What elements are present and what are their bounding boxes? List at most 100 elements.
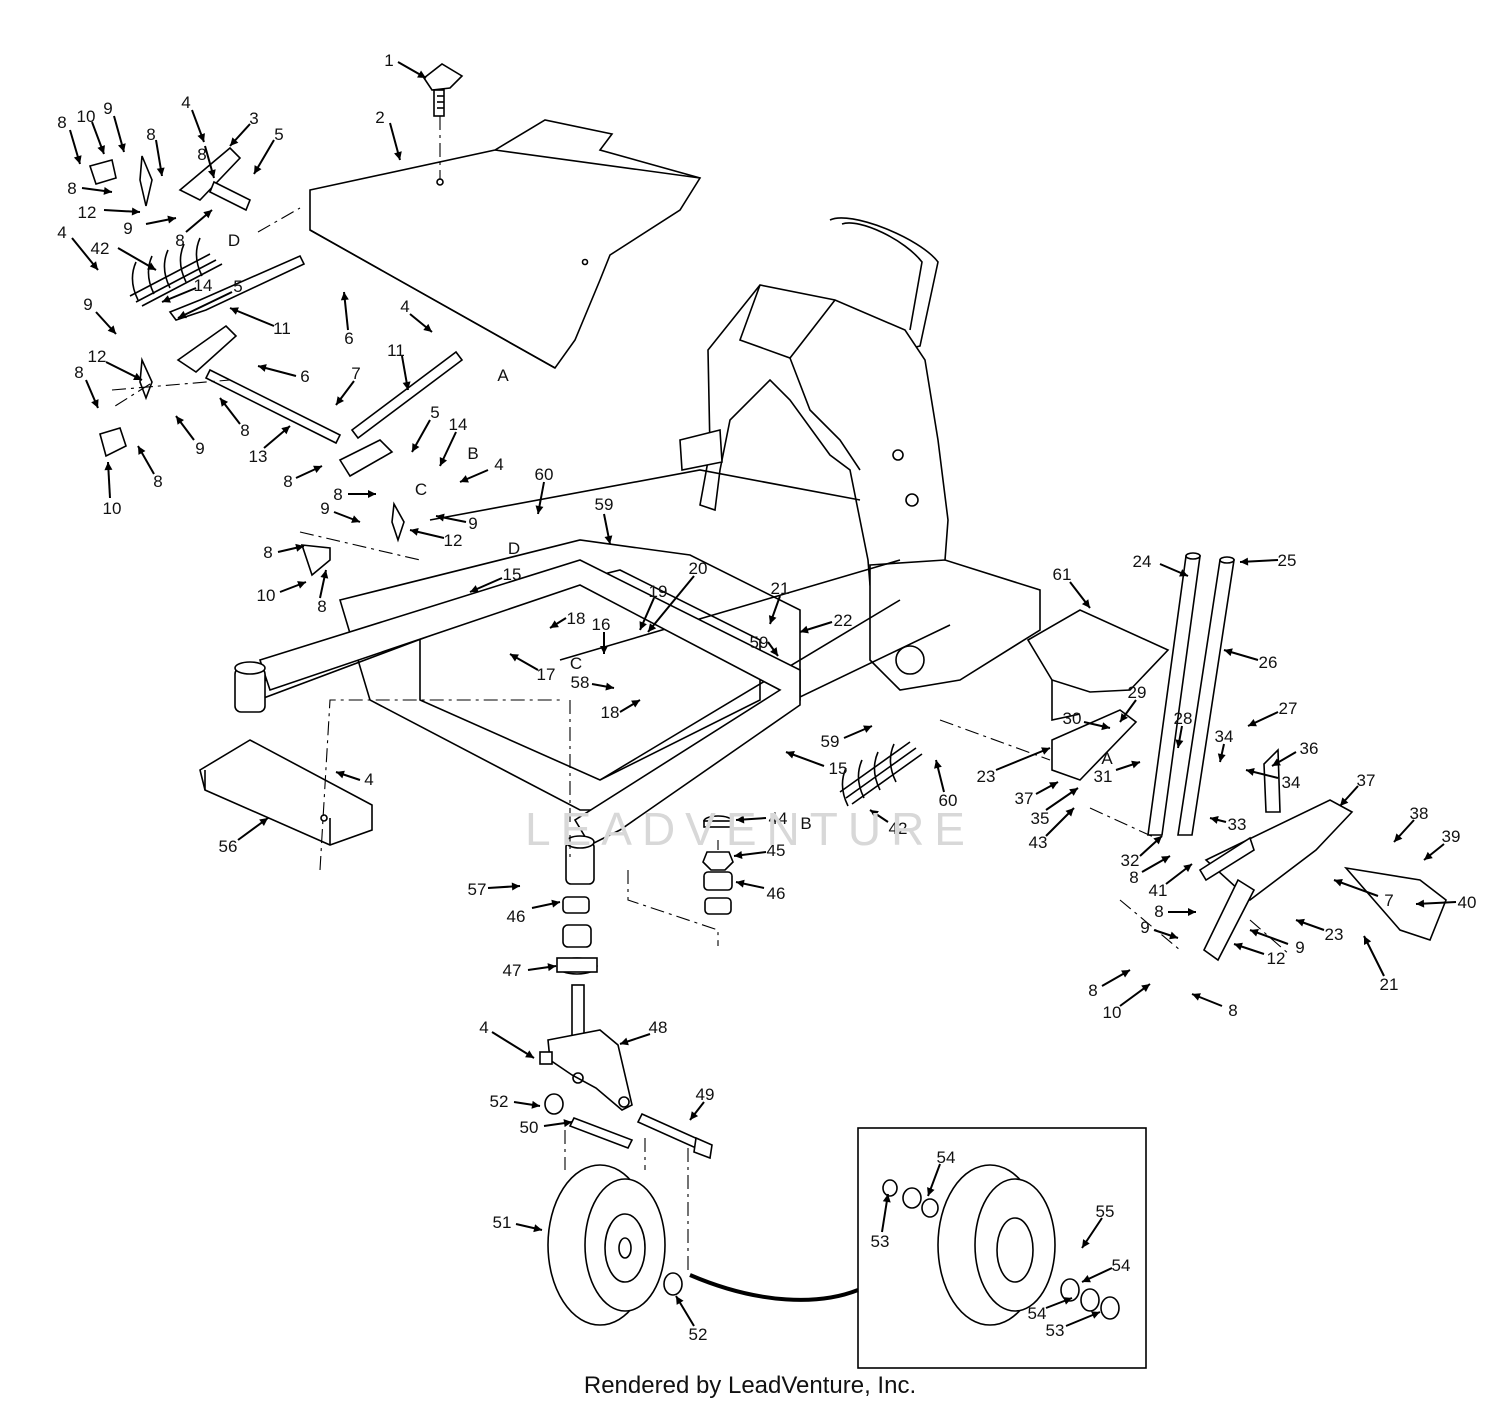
callout-arrowhead [525,1050,534,1058]
callout-arrowhead [631,700,640,708]
callout-number: 54 [1028,1304,1047,1323]
callout: 2 [375,108,402,161]
callout: 41 [1149,863,1193,900]
callout: 8 [74,363,99,409]
callout: 8 [1191,993,1238,1020]
callout-number: 9 [195,439,204,458]
callout-arrowhead [203,210,212,219]
callout-arrowhead [73,155,82,164]
callout: 47 [503,961,557,980]
callout-arrowhead [1041,747,1050,755]
callout-number: 50 [520,1118,539,1137]
callout-number: 47 [503,961,522,980]
callout-number: 25 [1278,551,1297,570]
callout-arrowhead [258,364,267,372]
callout-number: 16 [592,615,611,634]
callout-arrowhead [736,815,745,824]
callout-arrowhead [336,770,345,779]
callout: 51 [493,1213,543,1233]
callout-number: 46 [507,907,526,926]
callout-arrowhead [870,810,879,818]
callout-number: 58 [571,673,590,692]
callout-number: C [415,480,427,499]
callout-number: 46 [767,884,786,903]
callout-number: 59 [595,495,614,514]
callout: 21 [1363,935,1398,994]
callout-number: 8 [67,179,76,198]
callout-number: 9 [83,295,92,314]
callout-number: 12 [88,347,107,366]
callout-arrowhead [313,465,322,473]
callout-number: 8 [153,472,162,491]
callout: 9 [435,513,478,533]
callout-arrowhead [197,133,205,142]
artwork [88,63,1447,1369]
callout-arrowhead [1082,1239,1090,1248]
callout-arrowhead [107,325,116,334]
callout-number: 32 [1121,851,1140,870]
callout-number: 42 [91,239,110,258]
callout-arrowhead [147,262,156,270]
callout-number: 40 [1458,893,1477,912]
callout-arrowhead [1234,942,1243,951]
callout-arrowhead [1250,929,1259,937]
callout-arrowhead [1217,753,1226,762]
callout-number: 36 [1300,739,1319,758]
seat-knob-drawing [422,63,464,117]
callout: 35 [1031,787,1079,828]
callout: 42 [91,239,157,271]
callout-number: A [1101,749,1113,768]
callout-number: 8 [333,485,342,504]
callout-number: 8 [57,113,66,132]
callout: 6 [257,364,310,386]
callout: 52 [490,1092,541,1111]
seat-plate-drawing [309,119,702,370]
callout: 9 [83,295,117,335]
callout: 8 [317,569,329,616]
callout: 59 [821,725,873,751]
callout: 46 [735,879,786,903]
callout: 8 [1088,969,1131,1000]
callout: 22 [799,611,852,634]
callout-arrowhead [1101,722,1110,731]
callout-arrowhead [167,215,176,224]
callout-arrowhead [1240,557,1249,566]
callout: B [800,814,811,833]
callout-arrowhead [118,143,126,152]
callout: 58 [571,673,615,692]
callout-number: 59 [821,732,840,751]
callout: 7 [335,364,361,406]
callout: 45 [733,841,785,860]
callout: 18 [549,609,585,629]
callout-arrowhead [736,879,745,888]
callout: 8 [1154,902,1196,921]
callout-arrowhead [1069,788,1078,796]
callout: 53 [1046,1311,1101,1340]
callout-arrowhead [934,760,942,769]
callout-number: B [467,444,478,463]
callout: C [570,654,582,673]
callout-number: 23 [1325,925,1344,944]
callout: 20 [647,559,707,633]
callout: 13 [249,425,291,466]
callout: 60 [535,465,553,515]
callout: 7 [1333,878,1394,910]
callout-number: 43 [1029,833,1048,852]
callout-number: 4 [400,297,409,316]
callout-number: 10 [257,586,276,605]
callout-number: 4 [364,770,373,789]
callout-number: 37 [1357,771,1376,790]
callout: 23 [977,747,1051,786]
callout-arrowhead [604,535,613,544]
callout: 6 [340,291,354,348]
callout: 9 [1249,929,1305,957]
callout: 10 [77,107,105,155]
callout-arrow [177,291,233,319]
callout-number: 15 [829,759,848,778]
callout: 1 [384,51,427,79]
callout: 4 [57,223,99,271]
callout: 37 [1339,771,1376,807]
callout-number: 5 [430,403,439,422]
callout: 10 [1103,983,1151,1022]
